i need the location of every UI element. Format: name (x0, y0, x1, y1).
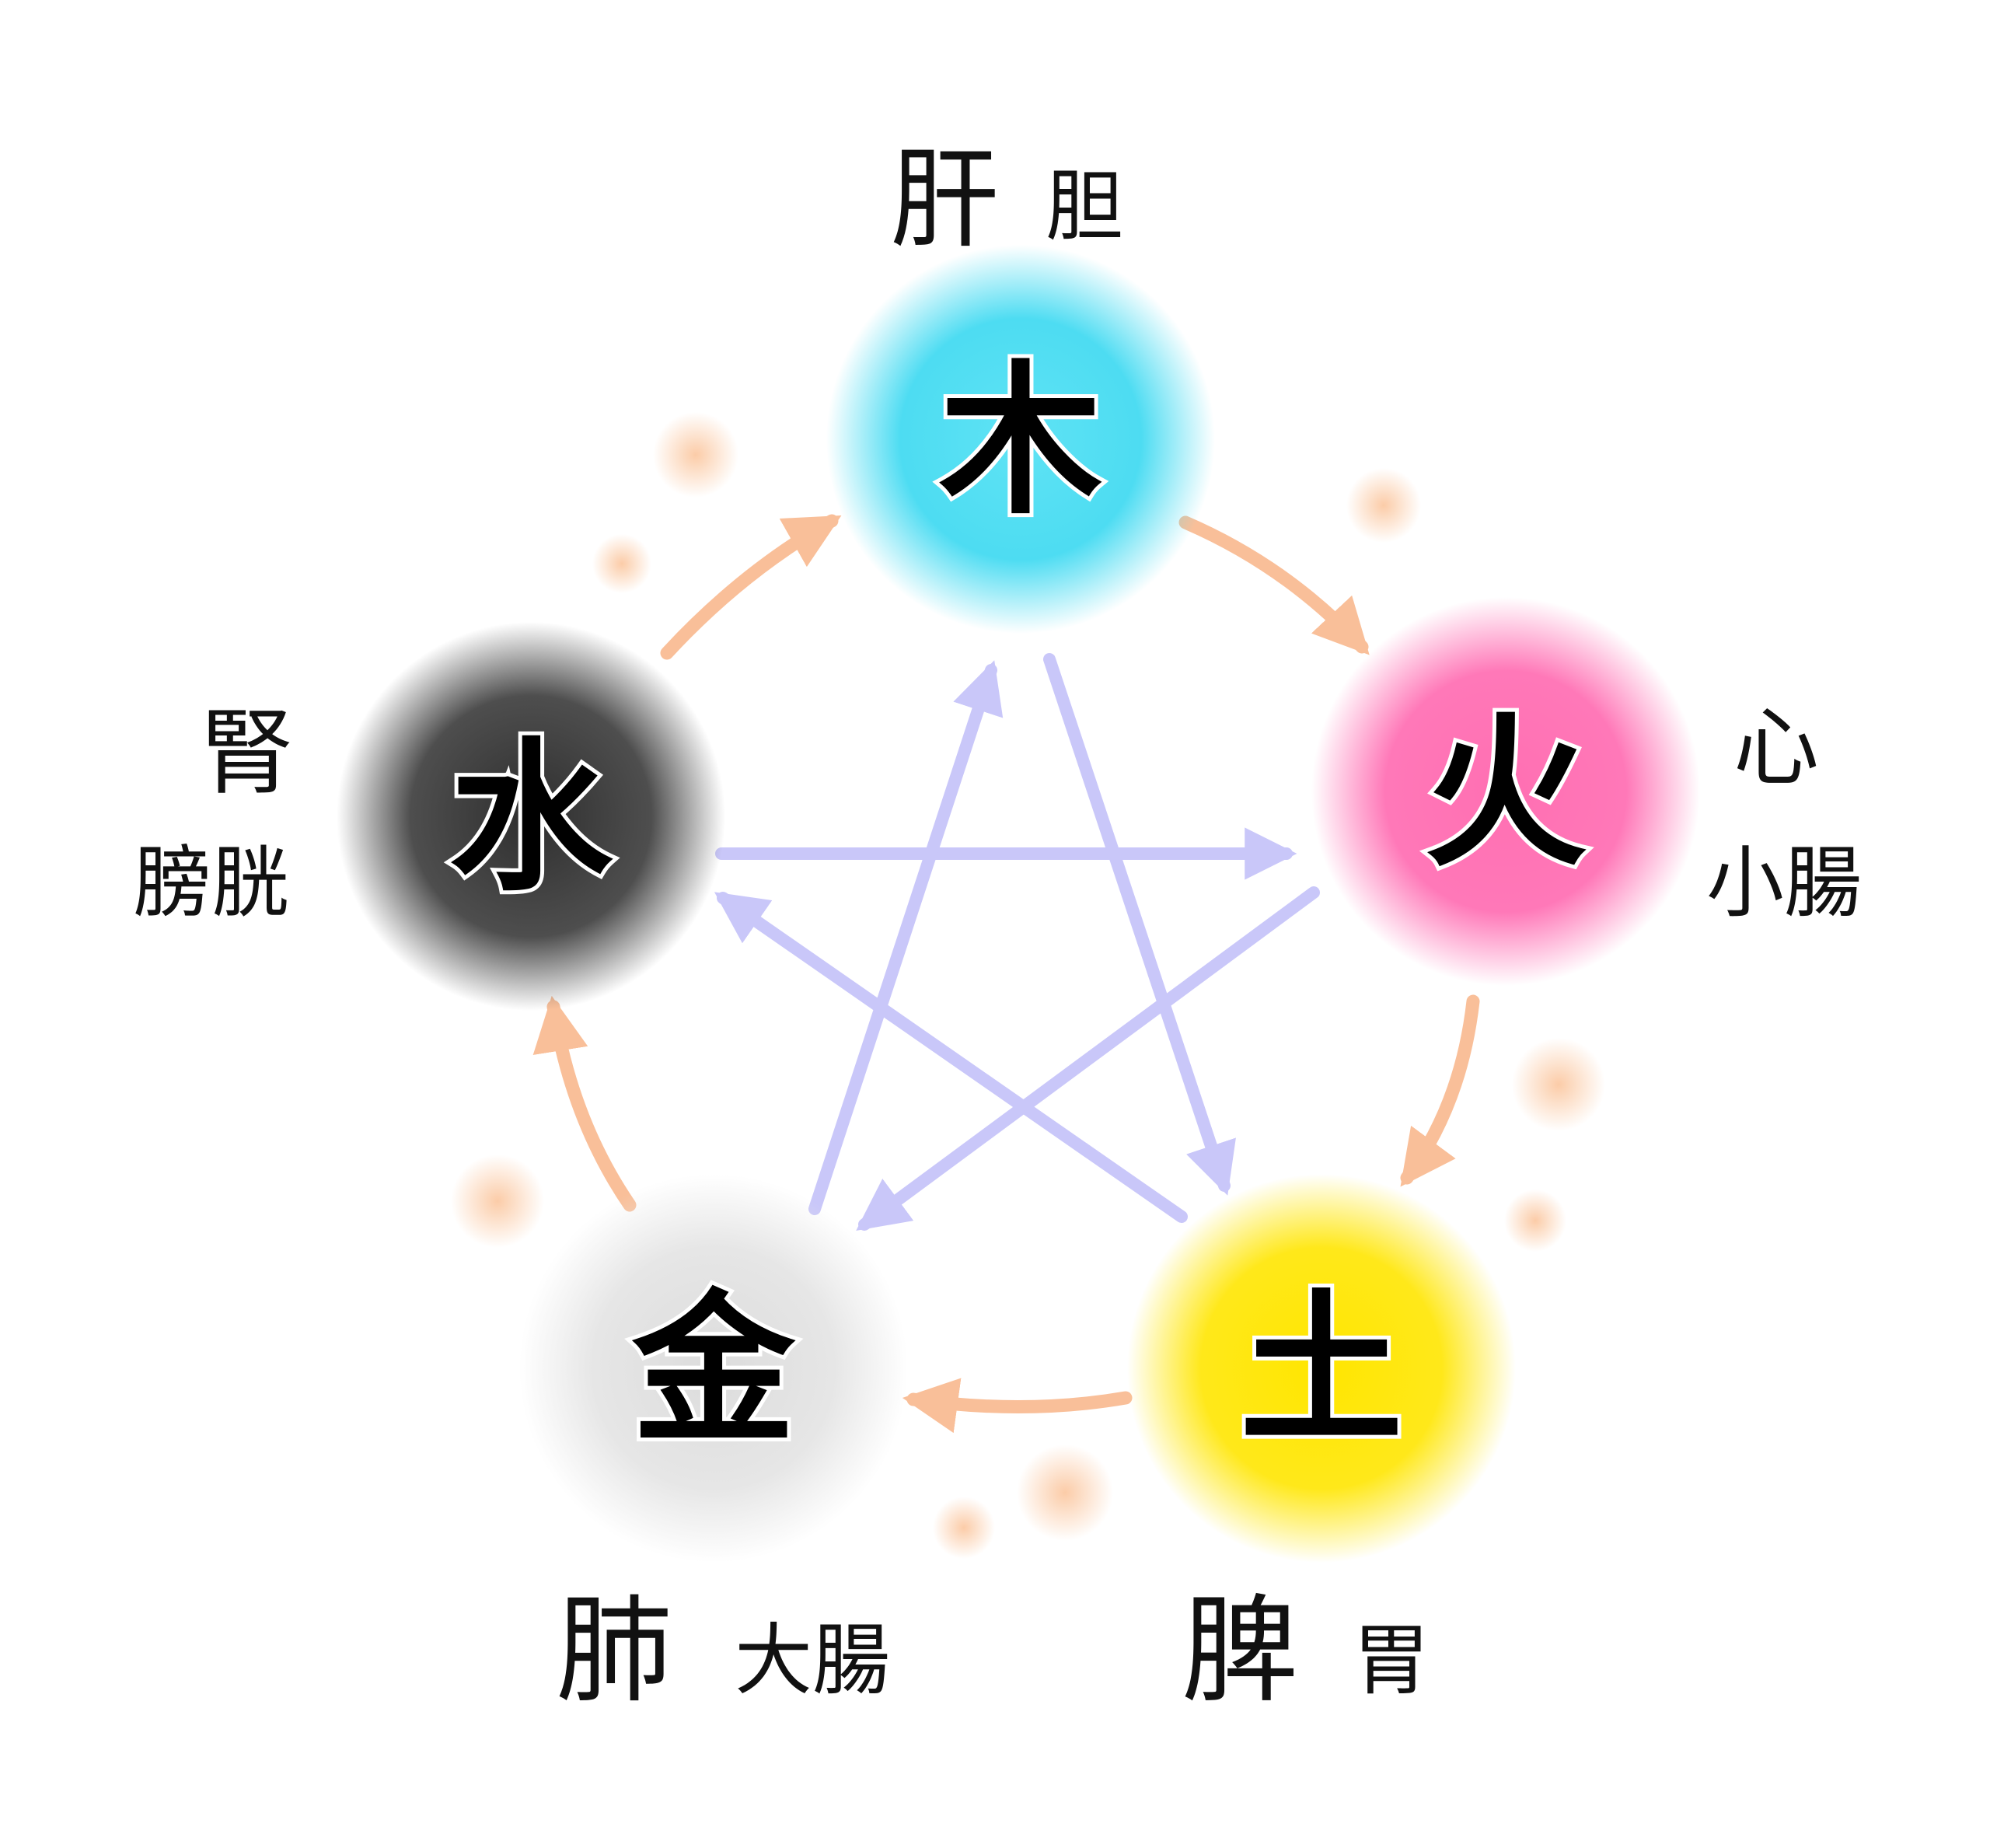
decor-dot (592, 534, 651, 593)
bowel-label-metal: 大腸 (735, 1615, 890, 1706)
orb-earth (1127, 1174, 1516, 1563)
organ-label-fire: 心 (1733, 698, 1819, 798)
decor-dot (933, 1497, 995, 1559)
element-char-metal: 金 (631, 1275, 796, 1465)
decor-dot (1017, 1445, 1113, 1541)
label-metal: 肺 大腸 (556, 1584, 890, 1719)
label-water: 腎 膀胱 (134, 700, 294, 928)
label-earth: 脾 胃 (1182, 1584, 1430, 1719)
label-fire: 心 小腸 (1706, 698, 1862, 928)
decor-dot (451, 1155, 544, 1248)
node-fire: 火 (1311, 597, 1700, 986)
orb-fire (1311, 597, 1700, 986)
organ-label-wood: 肝 (890, 137, 999, 264)
orb-water (337, 622, 725, 1011)
label-wood: 肝 胆 (890, 137, 1123, 264)
arrow-metal-to-water (532, 995, 637, 1212)
node-wood: 木 (826, 245, 1215, 634)
bowel-label-wood: 胆 (1046, 161, 1123, 252)
bowel-label-fire: 小腸 (1706, 837, 1862, 928)
arrow-earth-to-water (714, 892, 1188, 1223)
organ-label-metal: 肺 (556, 1584, 672, 1719)
organ-label-earth: 脾 (1182, 1584, 1298, 1719)
decor-dot (653, 412, 738, 498)
node-metal: 金 (519, 1174, 908, 1563)
arrow-wood-to-earth (1043, 653, 1236, 1196)
controlling-cycle (714, 653, 1320, 1231)
bowel-label-earth: 胃 (1353, 1615, 1430, 1706)
element-char-water: 水 (449, 723, 613, 914)
node-earth: 土 (1127, 1174, 1516, 1563)
decorative-dots (451, 412, 1605, 1559)
node-water: 水 (337, 622, 725, 1011)
decor-dot (1512, 1038, 1605, 1131)
arrow-wood-to-fire (1178, 515, 1370, 655)
arrow-water-to-wood (660, 514, 842, 660)
orb-metal (519, 1174, 908, 1563)
arrow-fire-to-metal (856, 886, 1320, 1231)
decor-dot (1504, 1189, 1566, 1252)
element-char-wood: 木 (939, 346, 1102, 536)
organ-label-water: 腎 (201, 700, 294, 808)
arrow-metal-to-wood (808, 660, 1004, 1215)
bowel-label-water: 膀胱 (134, 837, 289, 928)
element-char-fire: 火 (1424, 698, 1587, 889)
element-char-earth: 土 (1240, 1275, 1403, 1465)
arrow-fire-to-earth (1400, 994, 1480, 1187)
generating-cycle (532, 514, 1480, 1434)
orb-wood (826, 245, 1215, 634)
decor-dot (1346, 468, 1421, 543)
arrow-earth-to-metal (902, 1378, 1133, 1434)
